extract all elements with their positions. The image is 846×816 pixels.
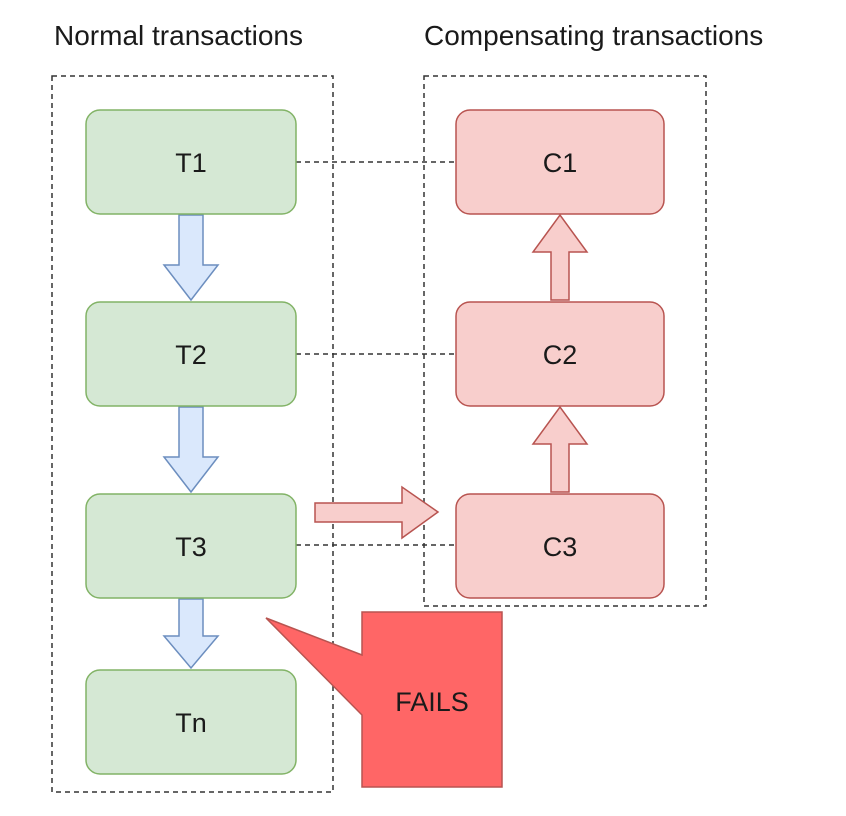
compensation-c2-box [455,301,665,407]
failure-callout-label: FAILS [395,687,469,717]
compensation-c3-label: C3 [543,532,578,562]
normal-transactions-heading: Normal transactions [54,20,303,51]
transaction-t1-box [85,109,297,215]
transaction-tn-box [85,669,297,775]
transaction-t2-label: T2 [175,340,207,370]
compensation-c2-label: C2 [543,340,578,370]
flow-arrow-down-icon [162,406,220,494]
compensating-transactions-group [423,75,707,607]
flow-arrow-down-icon [162,214,220,302]
transaction-t1-label: T1 [175,148,207,178]
compensation-c1-label: C1 [543,148,578,178]
transaction-t2-box [85,301,297,407]
compensation-c3-box [455,493,665,599]
compensation-c1-box [455,109,665,215]
transaction-t3-box [85,493,297,599]
trigger-compensation-arrow-icon [314,485,440,540]
transaction-tn-label: Tn [175,708,207,738]
compensation-arrow-up-icon [531,405,589,493]
normal-transactions-group [51,75,334,793]
flow-arrow-down-icon [162,598,220,670]
transaction-t3-label: T3 [175,532,207,562]
failure-callout [265,611,503,788]
compensating-transactions-heading: Compensating transactions [424,20,764,51]
compensation-arrow-up-icon [531,213,589,301]
